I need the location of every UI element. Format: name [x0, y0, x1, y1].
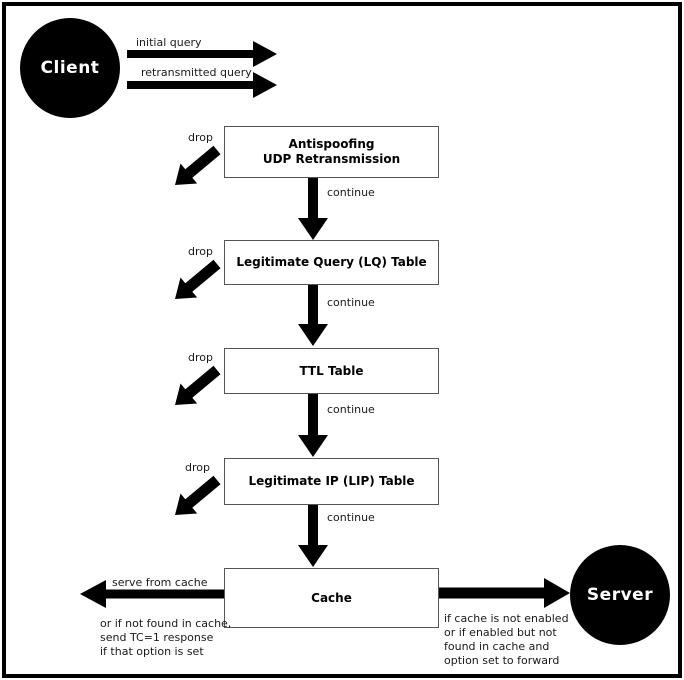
cache-to-server-arrow	[437, 578, 570, 608]
continue-arrow	[298, 393, 328, 457]
stage-box-antispoofing: Antispoofing UDP Retransmission	[224, 126, 439, 178]
continue-label: continue	[327, 403, 375, 416]
initial-query-arrow	[127, 41, 277, 67]
drop-arrow	[175, 475, 221, 515]
drop-label: drop	[185, 461, 210, 474]
client-node: Client	[20, 18, 120, 118]
note-line: if cache is not enabled	[444, 612, 569, 625]
note-line: found in cache and	[444, 640, 550, 653]
client-label: Client	[40, 58, 100, 78]
server-node: Server	[570, 545, 670, 645]
continue-arrow	[298, 284, 328, 346]
server-label: Server	[586, 585, 654, 605]
serve-from-cache-label: serve from cache	[112, 576, 208, 589]
initial-query-label: initial query	[136, 36, 202, 49]
forward-note: if cache is not enabled or if enabled bu…	[444, 612, 569, 668]
stage-title-line: Cache	[311, 590, 352, 605]
stage-title-line: TTL Table	[299, 363, 364, 378]
stage-box-lq-table: Legitimate Query (LQ) Table	[224, 240, 439, 285]
stage-title-line: UDP Retransmission	[262, 152, 401, 166]
stage-box-cache: Cache	[224, 568, 439, 628]
drop-label: drop	[188, 351, 213, 364]
stage-box-lip-table: Legitimate IP (LIP) Table	[224, 458, 439, 505]
continue-arrow	[298, 504, 328, 567]
drop-label: drop	[188, 245, 213, 258]
stage-title-line: Legitimate IP (LIP) Table	[248, 474, 415, 488]
continue-arrow	[298, 177, 328, 240]
continue-label: continue	[327, 186, 375, 199]
note-line: if that option is set	[100, 645, 204, 658]
drop-arrow	[175, 145, 221, 185]
drop-arrow	[175, 259, 221, 299]
note-line: option set to forward	[444, 654, 560, 667]
continue-label: continue	[327, 296, 375, 309]
drop-label: drop	[188, 131, 213, 144]
continue-label: continue	[327, 511, 375, 524]
note-line: send TC=1 response	[100, 631, 214, 644]
stage-title-line: Antispoofing	[288, 137, 375, 151]
note-line: or if enabled but not	[444, 626, 557, 639]
cache-miss-note: or if not found in cache, send TC=1 resp…	[100, 617, 231, 659]
stage-title-line: Legitimate Query (LQ) Table	[236, 255, 427, 269]
drop-arrow	[175, 365, 221, 405]
note-line: or if not found in cache,	[100, 617, 232, 630]
retransmitted-query-arrow	[127, 72, 277, 98]
retransmitted-query-label: retransmitted query	[141, 66, 252, 79]
serve-from-cache-arrow	[80, 580, 224, 608]
stage-box-ttl-table: TTL Table	[224, 348, 439, 394]
